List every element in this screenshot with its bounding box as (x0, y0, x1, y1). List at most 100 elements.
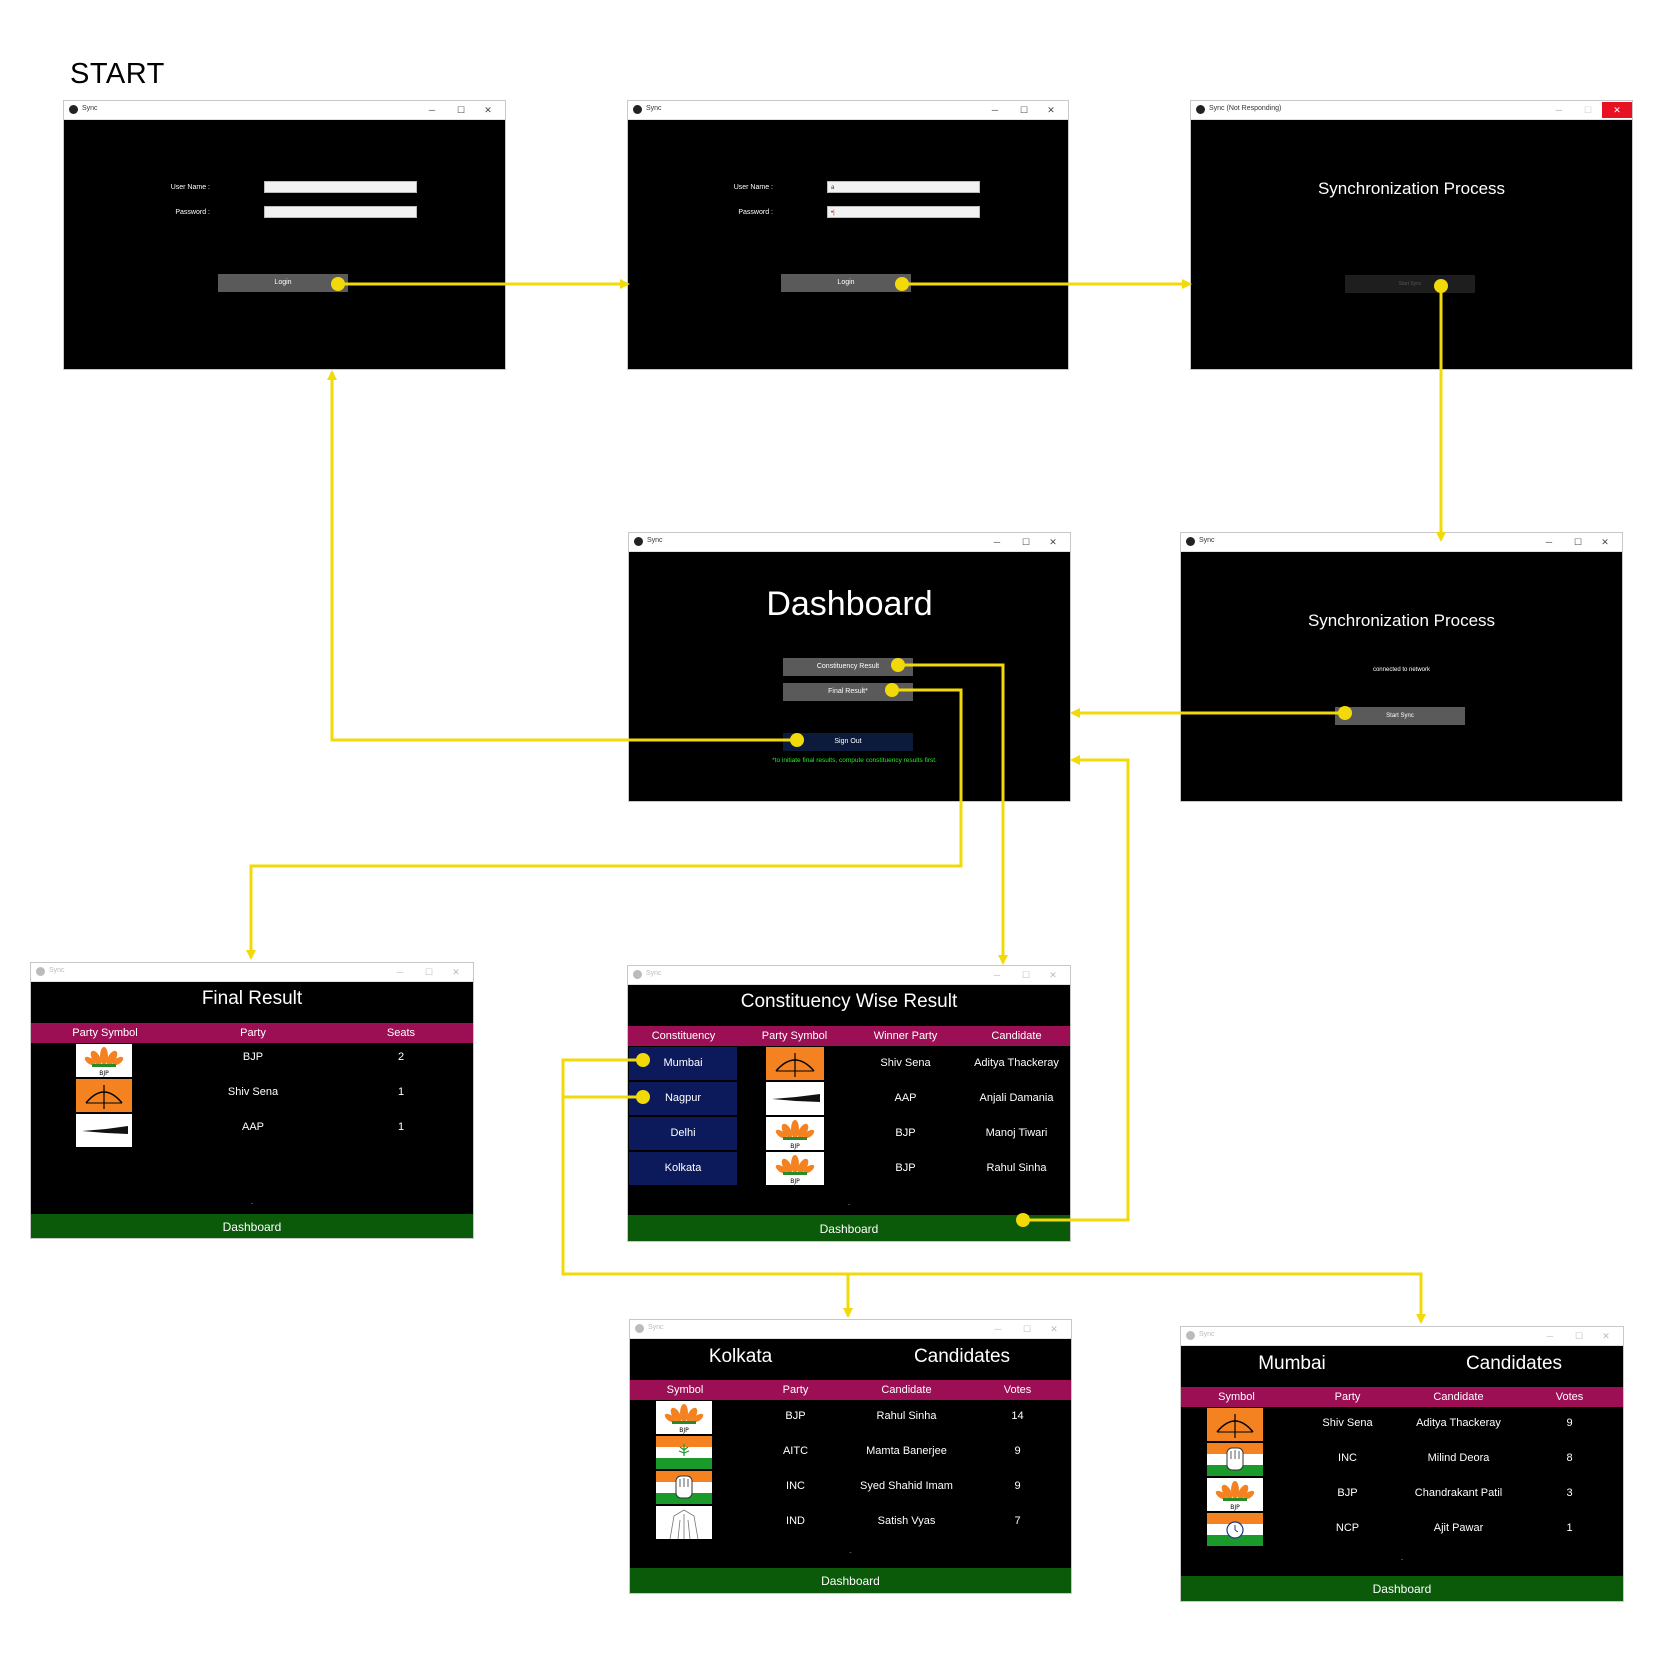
column-header: Candidate (881, 1384, 932, 1396)
maximize-icon[interactable]: ☐ (1019, 105, 1029, 115)
app-icon (69, 105, 78, 114)
separator-dot: - (849, 1550, 852, 1556)
votes-cell: 7 (1014, 1515, 1021, 1527)
password-input[interactable]: •| (827, 206, 980, 218)
minimize-icon[interactable]: ─ (396, 967, 404, 977)
password-input[interactable] (264, 206, 417, 218)
maximize-icon[interactable]: ☐ (1573, 537, 1583, 547)
title-bar: Sync ─ ☐ ✕ (628, 101, 1068, 120)
party-cell: BJP (1337, 1487, 1358, 1499)
start-sync-button[interactable]: Start Sync (1335, 707, 1465, 725)
minimize-icon[interactable]: ─ (428, 105, 436, 115)
party-cell: AITC (782, 1445, 809, 1457)
close-icon[interactable]: ✕ (484, 105, 492, 115)
dashboard-title: Dashboard (766, 585, 933, 623)
constituency-kolkata-button[interactable]: Kolkata (629, 1152, 737, 1185)
maximize-icon[interactable]: ☐ (1583, 105, 1593, 115)
minimize-icon[interactable]: ─ (993, 537, 1001, 547)
table-header: Party Symbol Party Seats (31, 1023, 473, 1043)
close-icon[interactable]: ✕ (1602, 1331, 1610, 1341)
candidate-cell: Manoj Tiwari (985, 1127, 1048, 1139)
seats-cell: 1 (397, 1121, 405, 1133)
window-title: Sync (49, 967, 65, 974)
candidate-cell: Syed Shahid Imam (860, 1480, 953, 1492)
close-icon[interactable]: ✕ (1050, 1324, 1058, 1334)
close-icon[interactable]: ✕ (1049, 537, 1057, 547)
party-cell: Shiv Sena (227, 1086, 279, 1098)
constituency-result-title: Constituency Wise Result (740, 991, 958, 1012)
bjp-lotus-symbol: BJP (1207, 1478, 1263, 1511)
sign-out-button[interactable]: Sign Out (783, 733, 913, 751)
close-icon[interactable]: ✕ (1601, 537, 1609, 547)
column-header: Candidate (1433, 1391, 1484, 1403)
table-header: Symbol Party Candidate Votes (1181, 1387, 1623, 1407)
aap-broom-symbol (766, 1082, 824, 1115)
username-label: User Name : (733, 184, 773, 191)
sync-title: Synchronization Process (1317, 179, 1506, 198)
candidate-cell: Mamta Banerjee (866, 1445, 947, 1457)
candidate-cell: Rahul Sinha (876, 1410, 937, 1422)
dashboard-button[interactable]: Dashboard (630, 1568, 1071, 1593)
window-title: Sync (82, 105, 98, 112)
inc-hand-symbol (1207, 1443, 1263, 1476)
constituency-result-button[interactable]: Constituency Result (783, 658, 913, 676)
party-cell: AAP (241, 1121, 264, 1133)
column-header: Symbol (666, 1384, 704, 1396)
ind-symbol (656, 1506, 712, 1539)
votes-cell: 9 (1014, 1480, 1021, 1492)
app-icon (1186, 1331, 1195, 1340)
title-bar: Sync ─ ☐ ✕ (629, 533, 1070, 552)
app-icon (1196, 105, 1205, 114)
column-header: Candidate (991, 1030, 1042, 1042)
svg-text:BJP: BJP (99, 1070, 109, 1077)
close-icon[interactable]: ✕ (1047, 105, 1055, 115)
dashboard-button[interactable]: Dashboard (1181, 1576, 1623, 1601)
maximize-icon[interactable]: ☐ (456, 105, 466, 115)
kolkata-candidates-window: Sync ─ ☐ ✕ Kolkata Candidates Symbol Par… (629, 1319, 1072, 1594)
login-button[interactable]: Login (218, 274, 348, 292)
constituency-nagpur-button[interactable]: Nagpur (629, 1082, 737, 1115)
maximize-icon[interactable]: ☐ (424, 967, 434, 977)
constituency-mumbai-button[interactable]: Mumbai (629, 1047, 737, 1080)
minimize-icon[interactable]: ─ (1555, 105, 1563, 115)
dashboard-button[interactable]: Dashboard (31, 1214, 473, 1238)
final-result-button[interactable]: Final Result* (783, 683, 913, 701)
svg-text:BJP: BJP (679, 1427, 689, 1434)
maximize-icon[interactable]: ☐ (1021, 537, 1031, 547)
votes-cell: 1 (1566, 1522, 1573, 1534)
minimize-icon[interactable]: ─ (1545, 537, 1553, 547)
close-icon[interactable]: ✕ (1049, 970, 1057, 980)
column-header: Constituency (651, 1030, 716, 1042)
constituency-delhi-button[interactable]: Delhi (629, 1117, 737, 1150)
login-button[interactable]: Login (781, 274, 911, 292)
votes-cell: 8 (1566, 1452, 1573, 1464)
column-header: Party Symbol (761, 1030, 828, 1042)
username-input[interactable] (264, 181, 417, 193)
bjp-lotus-symbol: BJP (76, 1044, 132, 1077)
dashboard-button[interactable]: Dashboard (628, 1215, 1070, 1241)
candidate-cell: Aditya Thackeray (974, 1057, 1059, 1069)
minimize-icon[interactable]: ─ (993, 970, 1001, 980)
username-input[interactable]: a (827, 181, 980, 193)
candidates-title: Candidates (1465, 1353, 1563, 1374)
app-icon (635, 1324, 644, 1333)
party-cell: BJP (242, 1051, 264, 1063)
maximize-icon[interactable]: ☐ (1021, 970, 1031, 980)
title-bar: Sync (Not Responding) ─ ☐ ✕ (1191, 101, 1632, 120)
svg-text:BJP: BJP (790, 1178, 800, 1185)
svg-text:BJP: BJP (790, 1143, 800, 1150)
candidate-cell: Satish Vyas (877, 1515, 936, 1527)
close-icon[interactable]: ✕ (452, 967, 460, 977)
minimize-icon[interactable]: ─ (994, 1324, 1002, 1334)
maximize-icon[interactable]: ☐ (1574, 1331, 1584, 1341)
minimize-icon[interactable]: ─ (991, 105, 999, 115)
candidate-cell: Ajit Pawar (1433, 1522, 1484, 1534)
start-sync-button[interactable]: Start Sync (1345, 275, 1475, 293)
minimize-icon[interactable]: ─ (1546, 1331, 1554, 1341)
winner-party-cell: Shiv Sena (880, 1057, 931, 1069)
maximize-icon[interactable]: ☐ (1022, 1324, 1032, 1334)
window-title: Sync (646, 970, 662, 977)
votes-cell: 3 (1566, 1487, 1573, 1499)
votes-cell: 9 (1566, 1417, 1573, 1429)
close-icon[interactable]: ✕ (1602, 102, 1632, 118)
